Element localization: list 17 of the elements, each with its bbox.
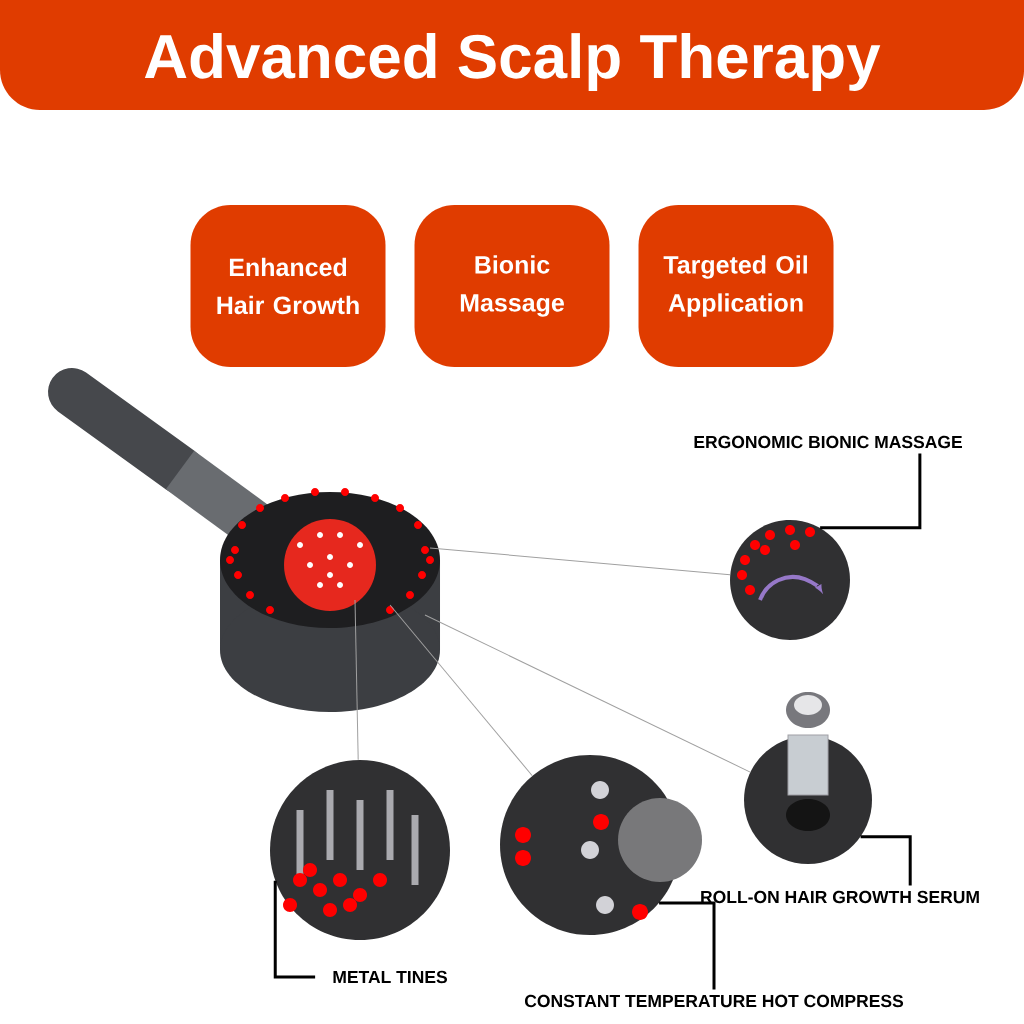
- metal-tines-closeup-drawing: [270, 760, 450, 940]
- callout-label: ERGONOMIC BIONIC MASSAGE: [694, 435, 962, 449]
- scalp-massager-drawing: [48, 368, 440, 712]
- serum-roller-closeup-drawing: [744, 692, 872, 864]
- callout-label: ROLL-ON HAIR GROWTH SERUM: [701, 890, 979, 904]
- leader-line: [820, 453, 922, 530]
- leader-line: [659, 901, 716, 990]
- feature-box: Enhanced Hair Growth: [190, 205, 386, 367]
- feature-box: Targeted Oil Application: [638, 205, 834, 367]
- feature-box: Bionic Massage: [414, 205, 610, 367]
- massage-closeup-drawing: [730, 520, 850, 640]
- hot-compress-closeup-drawing: [500, 755, 702, 935]
- callout-label: CONSTANT TEMPERATURE HOT COMPRESS: [525, 994, 904, 1008]
- title-banner: Advanced Scalp Therapy: [0, 0, 1024, 110]
- callout-label: METAL TINES: [333, 970, 447, 984]
- leader-line: [860, 835, 912, 886]
- leader-line: [273, 880, 316, 979]
